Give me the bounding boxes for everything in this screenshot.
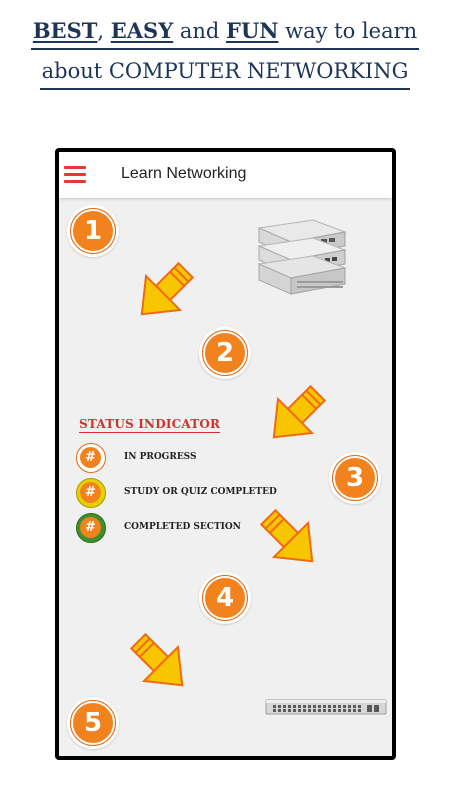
promo-text-and: and bbox=[173, 19, 227, 43]
arrow-1-to-2-icon bbox=[140, 261, 195, 316]
router-rack-image bbox=[257, 219, 347, 295]
step-5-number: 5 bbox=[70, 700, 116, 746]
status-dot-symbol: # bbox=[80, 482, 101, 503]
step-3-button[interactable]: 3 bbox=[329, 452, 381, 504]
phone-frame: Learn Networking 1 2 3 4 bbox=[55, 148, 396, 760]
hamburger-menu-icon[interactable] bbox=[64, 164, 88, 184]
arrow-2-to-3-icon bbox=[272, 384, 327, 439]
promo-headline: BEST, EASY and FUN way to learn about CO… bbox=[0, 14, 450, 90]
promo-word-best: BEST bbox=[32, 18, 98, 43]
status-dot-quiz-completed: # bbox=[76, 478, 106, 508]
step-1-button[interactable]: 1 bbox=[67, 205, 119, 257]
promo-word-easy: EASY bbox=[110, 18, 174, 43]
promo-line-1: BEST, EASY and FUN way to learn bbox=[30, 14, 420, 50]
status-dot-completed-section: # bbox=[76, 513, 106, 543]
promo-text-way: way to learn bbox=[278, 19, 418, 43]
legend-label-in-progress: IN PROGRESS bbox=[124, 452, 197, 462]
app-screen: Learn Networking 1 2 3 4 bbox=[59, 152, 392, 756]
status-dot-in-progress: # bbox=[76, 443, 106, 473]
step-5-button[interactable]: 5 bbox=[67, 697, 119, 749]
promo-line-2: about COMPUTER NETWORKING bbox=[39, 54, 411, 90]
legend-label-quiz-completed: STUDY OR QUIZ COMPLETED bbox=[124, 487, 277, 497]
legend-label-completed-section: COMPLETED SECTION bbox=[124, 522, 241, 532]
status-dot-symbol: # bbox=[80, 447, 101, 468]
arrow-3-to-4-icon bbox=[259, 508, 314, 563]
arrow-4-to-5-icon bbox=[129, 632, 184, 687]
promo-word-fun: FUN bbox=[226, 18, 279, 43]
step-1-number: 1 bbox=[70, 208, 116, 254]
app-title: Learn Networking bbox=[121, 165, 247, 182]
step-2-number: 2 bbox=[202, 330, 248, 376]
network-switch-image bbox=[265, 699, 387, 715]
status-indicator-title: STATUS INDICATOR bbox=[79, 417, 221, 433]
step-4-button[interactable]: 4 bbox=[199, 572, 251, 624]
step-3-number: 3 bbox=[332, 455, 378, 501]
step-4-number: 4 bbox=[202, 575, 248, 621]
app-bar: Learn Networking bbox=[59, 152, 392, 198]
promo-text-comma: , bbox=[97, 19, 111, 43]
status-dot-symbol: # bbox=[80, 517, 101, 538]
step-2-button[interactable]: 2 bbox=[199, 327, 251, 379]
